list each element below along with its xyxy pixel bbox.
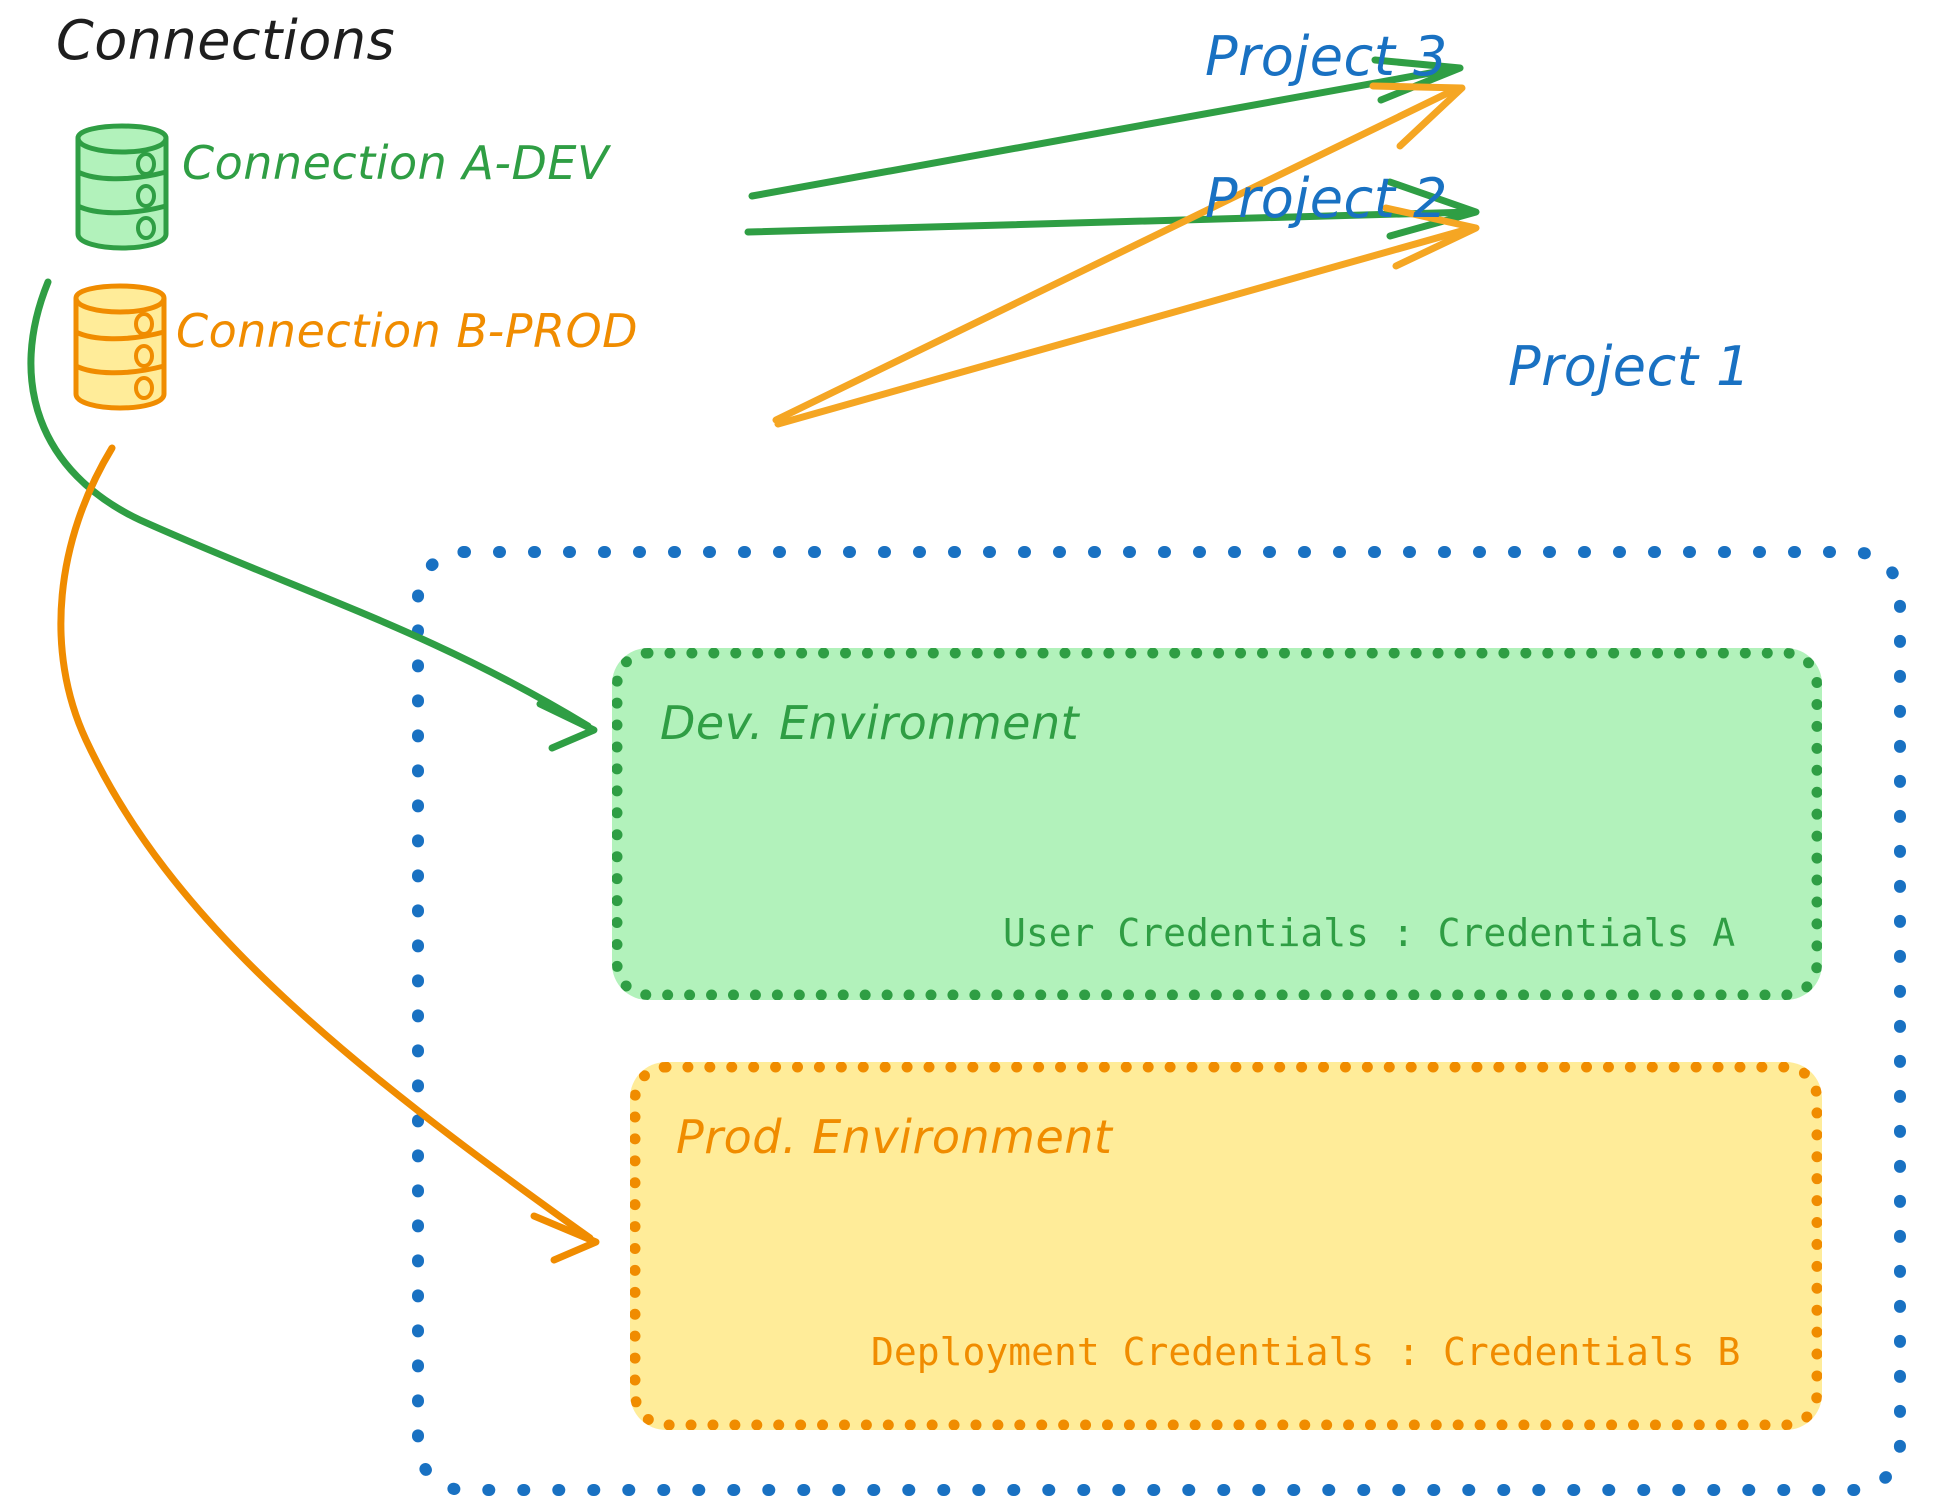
dev-environment-title: Dev. Environment: [660, 696, 1080, 750]
edge-b-prod-to-prod-environment: [57, 444, 600, 1264]
prod-environment-title: Prod. Environment: [676, 1110, 1113, 1164]
project-3-label[interactable]: Project 3: [1205, 25, 1448, 88]
prod-environment-credentials: Deployment Credentials : Credentials B: [871, 1330, 1741, 1374]
edge-b-prod-to-project-2: [774, 204, 1480, 428]
project-1-label[interactable]: Project 1: [1508, 335, 1751, 398]
page-title: Connections: [56, 9, 396, 72]
database-icon: [73, 283, 167, 411]
edge-a-dev-to-project-2: [744, 178, 1480, 240]
dev-environment-box[interactable]: [612, 648, 1822, 1000]
dev-environment-credentials: User Credentials : Credentials A: [1003, 911, 1736, 955]
database-icon-connection-a[interactable]: [72, 122, 172, 252]
project1-dotted-container: [412, 546, 1906, 1496]
database-icon: [75, 123, 169, 251]
edge-a-dev-to-dev-environment: [27, 278, 598, 752]
edge-b-prod-to-project-3: [772, 82, 1466, 424]
project-2-label[interactable]: Project 2: [1205, 167, 1448, 230]
connection-b-label[interactable]: Connection B-PROD: [176, 304, 639, 358]
connection-a-label[interactable]: Connection A-DEV: [182, 136, 609, 190]
prod-environment-box[interactable]: [630, 1062, 1822, 1430]
database-icon-connection-b[interactable]: [70, 282, 170, 412]
